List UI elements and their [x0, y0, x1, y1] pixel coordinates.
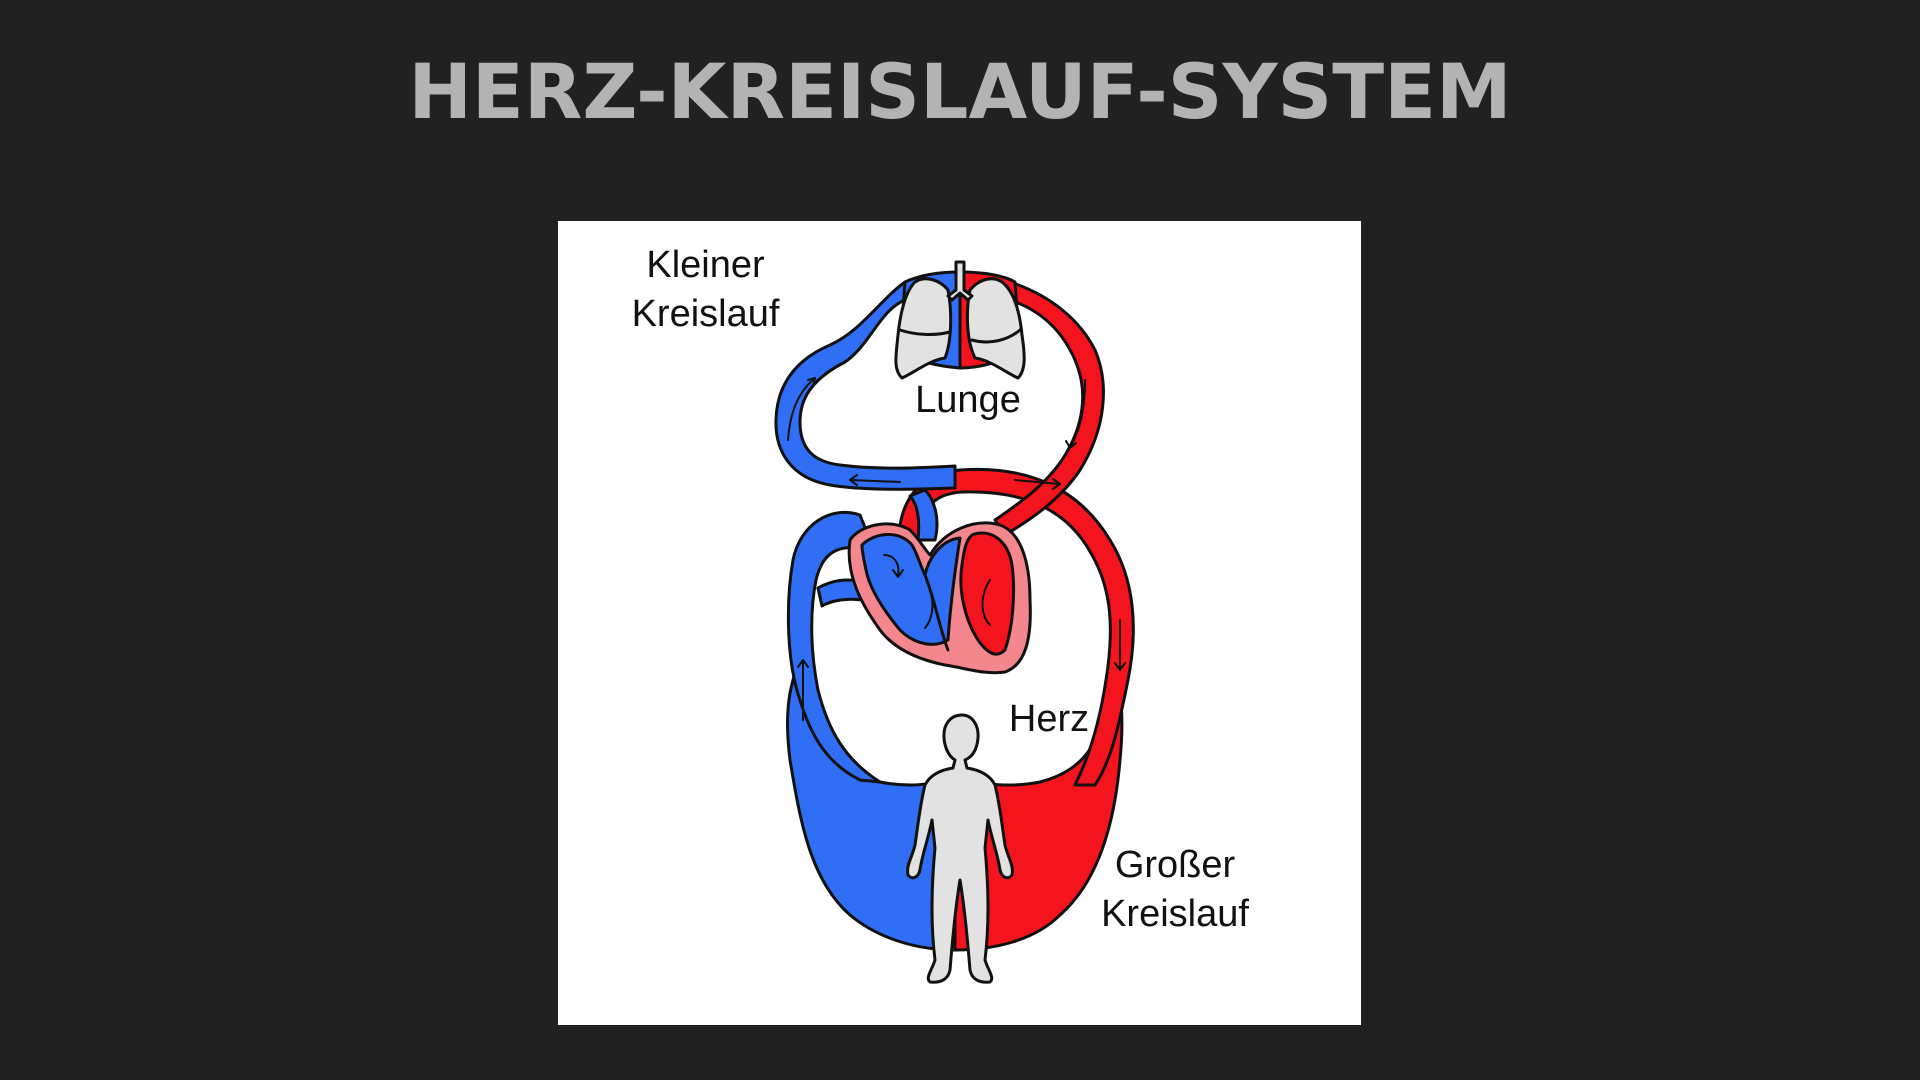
label-lungs: Lunge — [898, 376, 1038, 425]
lungs-icon — [894, 260, 1026, 380]
label-large-circulation: Großer Kreislauf — [1085, 841, 1265, 939]
label-small-circulation-line2: Kreislauf — [631, 293, 780, 335]
human-body-icon — [906, 713, 1014, 984]
arrow-icon — [787, 377, 1126, 721]
heart-icon — [847, 521, 1032, 675]
label-small-circulation: Kleiner Kreislauf — [618, 241, 793, 339]
label-heart: Herz — [994, 695, 1104, 744]
label-heart-text: Herz — [1008, 698, 1090, 740]
label-lungs-text: Lunge — [915, 379, 1021, 421]
slide-title: HERZ-KREISLAUF-SYSTEM — [408, 47, 1512, 136]
label-large-circulation-line2: Kreislauf — [1101, 893, 1249, 935]
diagram-graphic — [774, 260, 1135, 984]
label-large-circulation-line1: Großer — [1114, 844, 1236, 886]
vena-cava — [786, 510, 882, 784]
circulatory-diagram: Kleiner Kreislauf Lunge Herz Großer Krei… — [558, 221, 1361, 1025]
label-small-circulation-line1: Kleiner — [646, 244, 765, 286]
